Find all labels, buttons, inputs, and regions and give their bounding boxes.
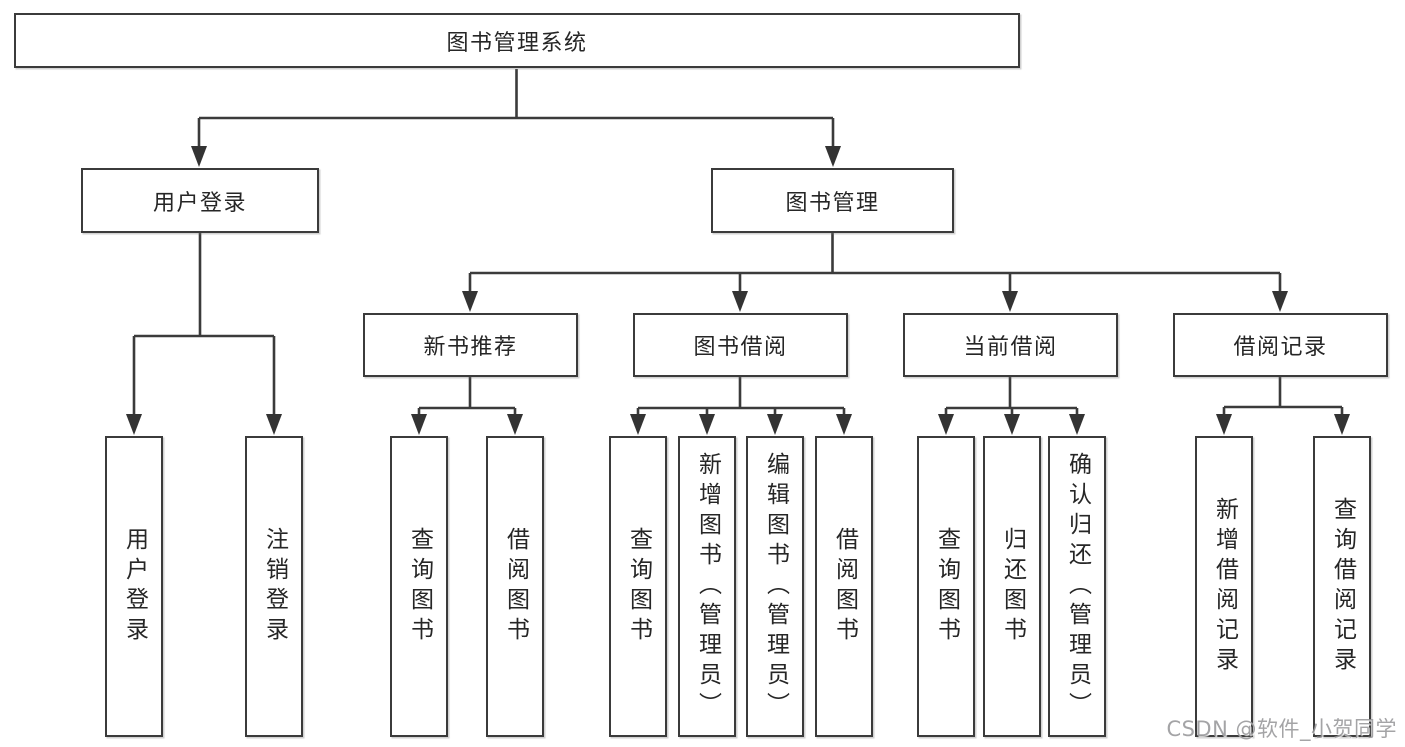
leaf-logout: 注销登录 bbox=[245, 436, 303, 737]
edge-borrowrecords-to-leaves bbox=[1216, 377, 1350, 435]
csdn-watermark: CSDN @软件_小贺同学 bbox=[1166, 717, 1397, 741]
node-library-management-system: 图书管理系统 bbox=[14, 13, 1020, 68]
node-label: 新增图书（管理员） bbox=[694, 451, 721, 722]
edge-userlogin-to-leaves bbox=[126, 233, 282, 435]
leaf-borrow-books: 借阅图书 bbox=[815, 436, 873, 737]
edge-currentborrow-to-leaves bbox=[938, 377, 1085, 435]
leaf-user-login: 用户登录 bbox=[105, 436, 163, 737]
node-label: 新增借阅记录 bbox=[1211, 496, 1238, 677]
node-borrow-records: 借阅记录 bbox=[1173, 313, 1388, 377]
node-label: 借阅记录 bbox=[1233, 335, 1328, 360]
node-label: 图书管理系统 bbox=[446, 30, 588, 56]
edge-root-to-level2 bbox=[191, 69, 841, 167]
node-label: 当前借阅 bbox=[963, 335, 1058, 360]
leaf-add-borrow-record: 新增借阅记录 bbox=[1195, 436, 1253, 737]
leaf-query-borrow-record: 查询借阅记录 bbox=[1313, 436, 1371, 737]
leaf-add-books-admin: 新增图书（管理员） bbox=[678, 436, 736, 737]
leaf-query-books-borrow: 查询图书 bbox=[609, 436, 667, 737]
leaf-edit-books-admin: 编辑图书（管理员） bbox=[746, 436, 804, 737]
edge-bookmgmt-to-level3 bbox=[462, 233, 1288, 312]
node-label: 查询图书 bbox=[625, 526, 652, 647]
node-label: 新书推荐 bbox=[423, 335, 518, 360]
node-book-borrow: 图书借阅 bbox=[633, 313, 848, 377]
node-label: 查询图书 bbox=[406, 526, 433, 647]
node-book-management: 图书管理 bbox=[711, 168, 954, 233]
node-new-book-recommend: 新书推荐 bbox=[363, 313, 578, 377]
node-label: 借阅图书 bbox=[831, 526, 858, 647]
node-label: 图书管理 bbox=[785, 190, 880, 216]
node-user-login: 用户登录 bbox=[81, 168, 319, 233]
leaf-query-books-current: 查询图书 bbox=[917, 436, 975, 737]
node-current-borrow: 当前借阅 bbox=[903, 313, 1118, 377]
node-label: 借阅图书 bbox=[502, 526, 529, 647]
leaf-confirm-return-admin: 确认归还（管理员） bbox=[1048, 436, 1106, 737]
node-label: 注销登录 bbox=[261, 526, 288, 647]
node-label: 用户登录 bbox=[152, 190, 247, 216]
node-label: 查询借阅记录 bbox=[1329, 496, 1356, 677]
node-label: 归还图书 bbox=[999, 526, 1026, 647]
leaf-query-books-recommend: 查询图书 bbox=[390, 436, 448, 737]
edge-newbookrec-to-leaves bbox=[411, 377, 523, 435]
node-label: 图书借阅 bbox=[693, 335, 788, 360]
node-label: 查询图书 bbox=[933, 526, 960, 647]
leaf-return-books: 归还图书 bbox=[983, 436, 1041, 737]
edge-bookborrow-to-leaves bbox=[630, 377, 852, 435]
node-label: 确认归还（管理员） bbox=[1064, 451, 1091, 722]
leaf-borrow-books-recommend: 借阅图书 bbox=[486, 436, 544, 737]
node-label: 用户登录 bbox=[121, 526, 148, 647]
node-label: 编辑图书（管理员） bbox=[762, 451, 789, 722]
